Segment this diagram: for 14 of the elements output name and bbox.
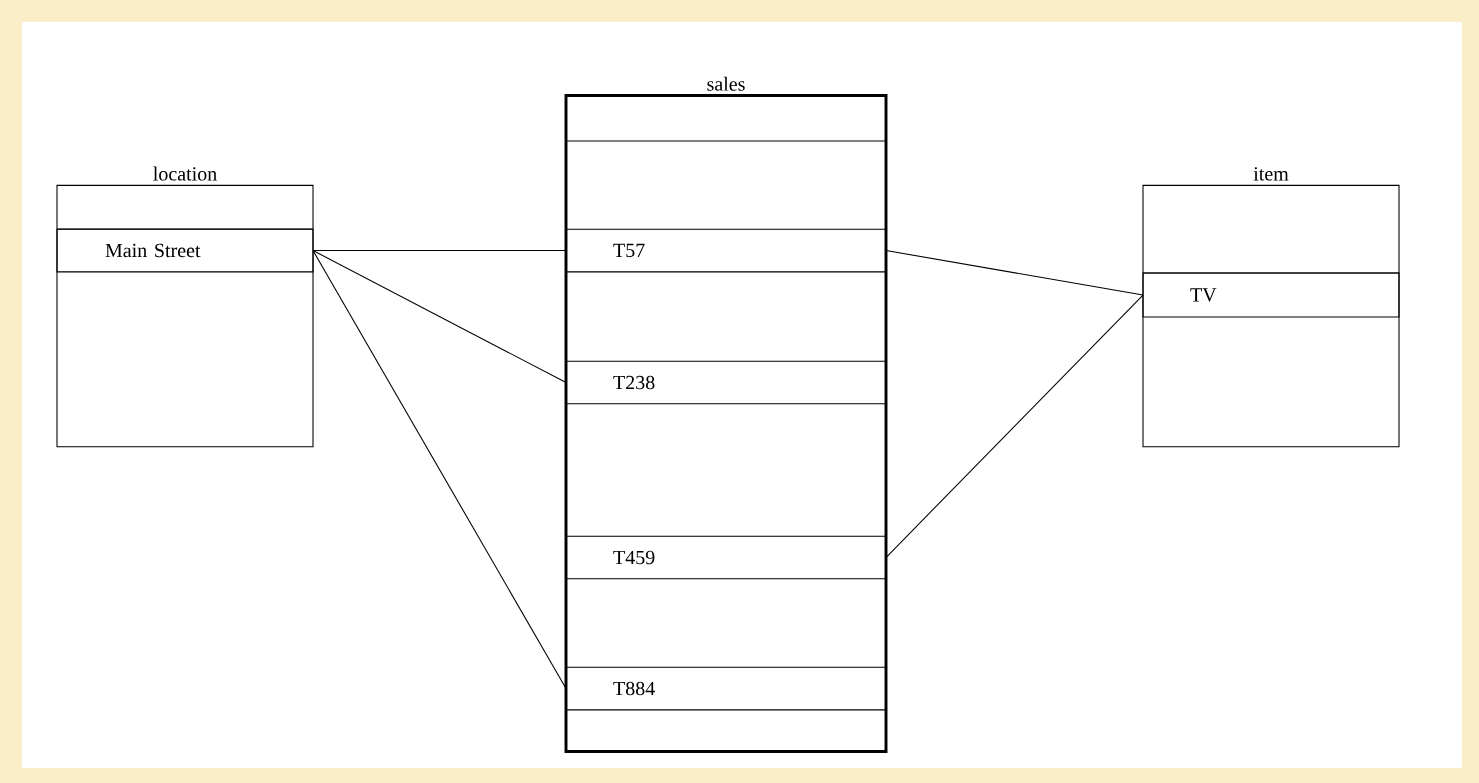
connector-line (312, 249, 567, 384)
table-row: T57 (565, 228, 887, 273)
node-label: location (153, 166, 217, 181)
connector-line (312, 249, 567, 252)
connector-line (885, 294, 1144, 559)
node-label: item (1253, 167, 1289, 181)
table-row: T238 (565, 360, 887, 405)
table-row: T459 (565, 535, 887, 580)
connector-line (885, 249, 1144, 296)
table-row: TV (1142, 272, 1400, 318)
table-row: T884 (565, 666, 887, 711)
node-label: sales (707, 76, 745, 91)
connector-line (312, 249, 567, 690)
table-row: Main Street (56, 228, 314, 273)
